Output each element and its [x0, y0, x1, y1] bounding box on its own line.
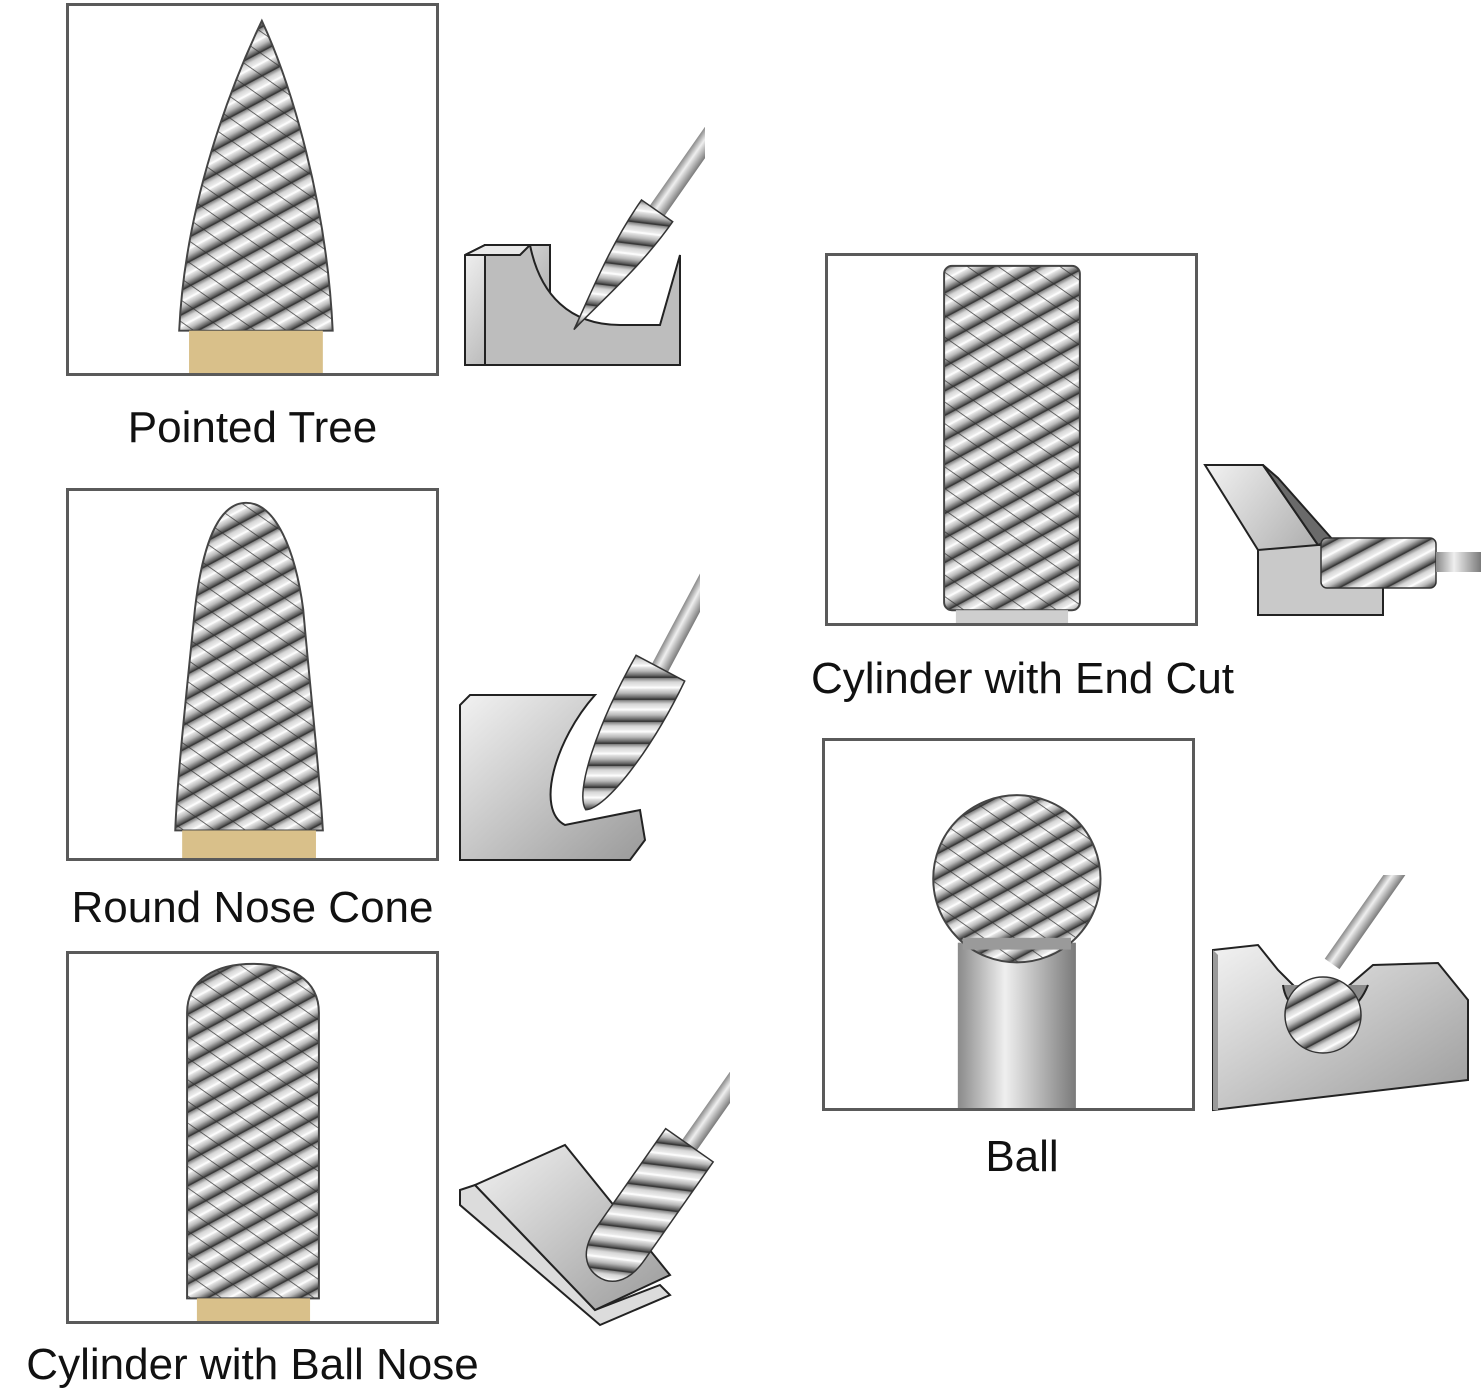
cylinder-ball-nose-usage-diagram	[455, 1020, 730, 1330]
ball-label: Ball	[985, 1132, 1059, 1181]
pointed-tree-label: Pointed Tree	[127, 403, 378, 452]
cylinder-end-cut-label: Cylinder with End Cut	[810, 654, 1235, 703]
cylinder-end-cut-photo-frame	[825, 253, 1198, 626]
ball-burr-image	[932, 794, 1102, 1108]
round-nose-cone-usage-diagram	[455, 520, 700, 865]
ball-usage-diagram	[1208, 875, 1480, 1113]
round-nose-cone-burr-image	[174, 501, 324, 858]
round-nose-cone-photo-frame	[66, 488, 439, 861]
cylinder-ball-nose-label: Cylinder with Ball Nose	[26, 1340, 479, 1389]
cylinder-ball-nose-photo-frame	[66, 951, 439, 1324]
ball-photo-frame	[822, 738, 1195, 1111]
cylinder-end-cut-burr-image	[943, 264, 1081, 623]
round-nose-cone-label: Round Nose Cone	[71, 883, 434, 932]
pointed-tree-photo-frame	[66, 3, 439, 376]
pointed-tree-usage-diagram	[460, 95, 705, 370]
cylinder-end-cut-usage-diagram	[1203, 460, 1481, 622]
cylinder-ball-nose-burr-image	[186, 962, 320, 1321]
pointed-tree-burr-image	[178, 18, 334, 373]
